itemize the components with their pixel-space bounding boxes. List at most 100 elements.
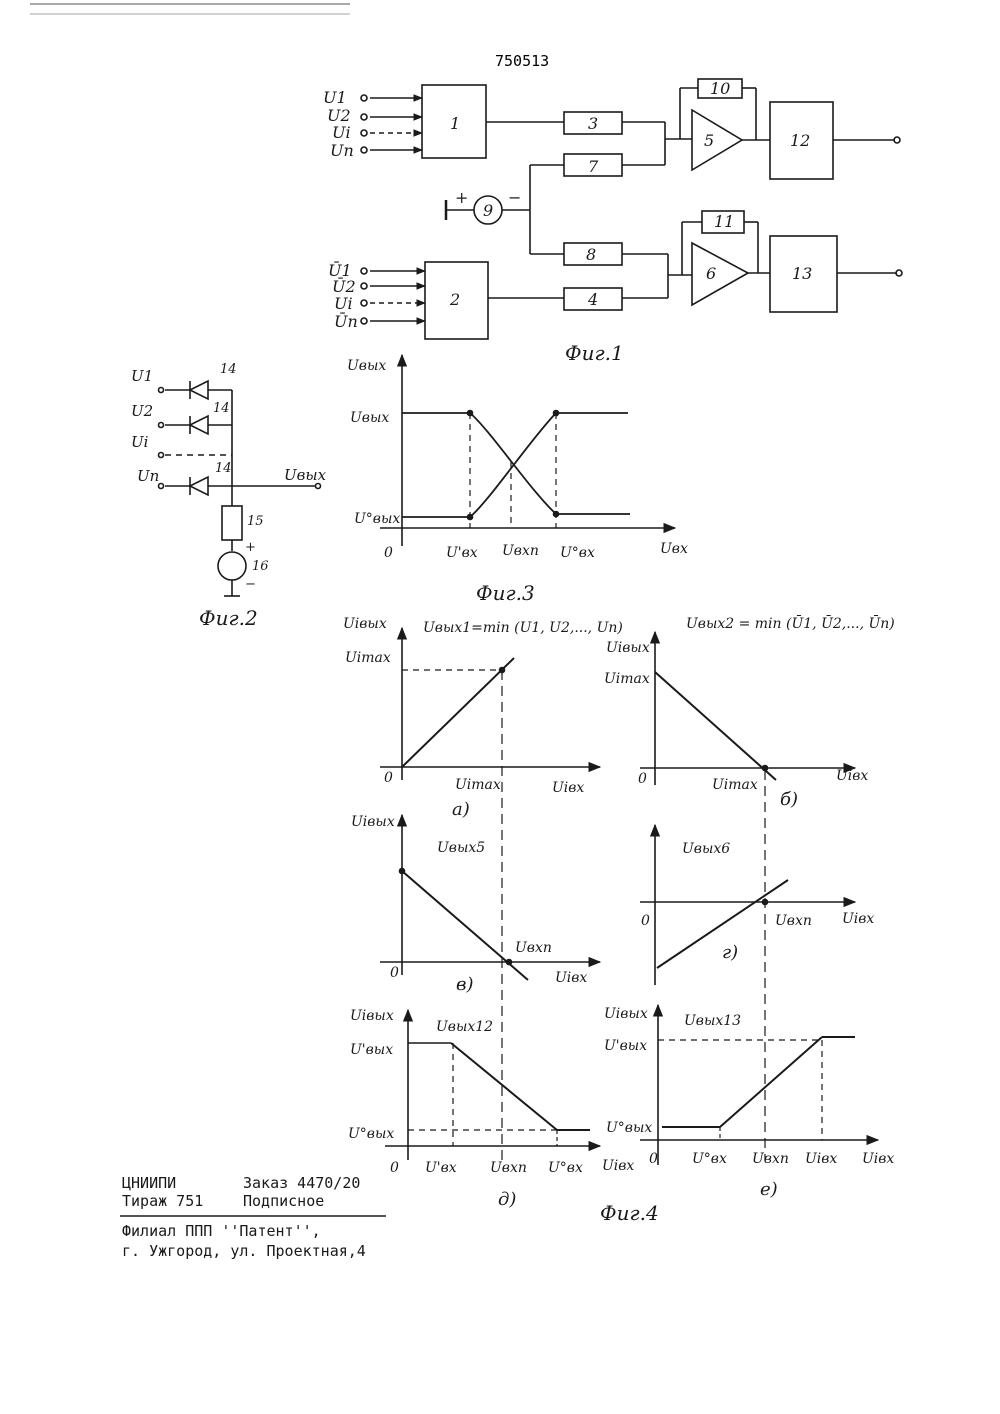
fig3-xtick-1: U'вх — [446, 545, 478, 561]
block-11-label: 11 — [714, 212, 734, 231]
panel-e-ytick-0: U°вых — [606, 1120, 652, 1136]
block-5-label: 5 — [704, 131, 714, 150]
fig4-panel-d-labels: Uiвых Uвых12 U'вых U°вых 0 U'вх Uвхn U°в… — [348, 1008, 634, 1210]
fig1-caption: Фиг.1 — [565, 341, 624, 365]
fig4-panel-b-labels: Uвых2 = min (Ū1, Ū2,..., Ūn) Uiвых Uimax… — [604, 614, 895, 810]
fig2-caption: Фиг.2 — [199, 606, 258, 630]
panel-b-line — [655, 672, 776, 780]
fig4-reference-lines — [502, 670, 765, 1160]
input-top-u1: U1 — [323, 88, 347, 107]
fig2-input-u1: U1 — [131, 367, 153, 385]
block-3-label: 3 — [588, 114, 598, 133]
panel-d-ylabel: Uiвых — [350, 1008, 394, 1024]
footer-subscription: Подписное — [243, 1192, 324, 1210]
panel-g-xtick: Uвхn — [775, 913, 812, 929]
source-16-plus: + — [245, 540, 256, 555]
panel-d-ytick-1: U'вых — [350, 1042, 393, 1058]
source-9-minus: − — [508, 188, 521, 207]
page-number: 750513 — [495, 52, 549, 70]
fig2-output-label: Uвых — [284, 466, 327, 484]
panel-d-xtick-1: U'вх — [425, 1160, 457, 1176]
fig1-labels: 1 2 3 4 5 6 7 8 9 10 11 12 13 + − U1 U2 … — [323, 79, 812, 365]
block-6-label: 6 — [706, 264, 716, 283]
fig2-diode-circuit — [159, 381, 321, 596]
input-bottom-ui: Ui — [334, 294, 353, 313]
footer-circulation: Тираж 751 — [122, 1192, 203, 1210]
block-2-label: 2 — [449, 290, 460, 309]
block-9-label: 9 — [483, 201, 493, 220]
panel-v-origin: 0 — [390, 965, 399, 981]
source-16-label: 16 — [252, 559, 269, 574]
diode-1 — [190, 381, 208, 399]
panel-e-label: е) — [760, 1179, 778, 1200]
diode-2 — [190, 416, 208, 434]
panel-v-xtick: Uвхn — [515, 940, 552, 956]
fig4-panel-a — [380, 628, 600, 780]
resistor-15 — [222, 506, 242, 540]
panel-a-title: Uвых1=min (U1, U2,..., Un) — [423, 620, 623, 636]
fig3-xtick-zero: 0 — [384, 545, 393, 561]
panel-g-label: г) — [722, 942, 738, 963]
fig2-labels: U1 U2 Ui Un 14 14 14 15 16 + − Uвых Фиг.… — [131, 362, 327, 630]
fig3-xtick-0: U°вх — [560, 545, 595, 561]
block-12-label: 12 — [790, 131, 810, 150]
panel-v-label: в) — [456, 974, 474, 995]
footer-order: Заказ 4470/20 — [243, 1174, 360, 1192]
panel-a-line — [402, 658, 514, 767]
input-top-un: Un — [330, 141, 354, 160]
fig3-ytick-min: U°вых — [354, 511, 400, 527]
footer-address: г. Ужгород, ул. Проектная,4 — [122, 1242, 366, 1260]
amplifier-6 — [692, 243, 748, 305]
fig4-panel-v-labels: Uiвых Uвых5 0 Uвхn Uiвх в) — [351, 814, 587, 995]
fig4-panel-a-labels: Uiвых Uвых1=min (U1, U2,..., Un) Uimax 0… — [343, 616, 623, 820]
fig4-panel-v — [380, 815, 600, 980]
block-8-label: 8 — [586, 245, 596, 264]
diode-1-label: 14 — [220, 362, 237, 377]
panel-d-label: д) — [498, 1189, 516, 1210]
panel-b-title: Uвых2 = min (Ū1, Ū2,..., Ūn) — [686, 614, 895, 632]
fig1-block-diagram — [361, 79, 902, 339]
fig3-labels: Uвых Uвых U°вых 0 U'вх Uвхn U°вх Uвх Фиг… — [347, 358, 688, 605]
fig4-caption: Фиг.4 — [600, 1201, 659, 1225]
footer-branch: Филиал ППП ''Патент'', — [122, 1222, 321, 1240]
panel-g-xlabel: Uiвх — [842, 911, 874, 927]
footer-org: ЦНИИПИ — [122, 1174, 176, 1192]
source-16 — [218, 552, 246, 580]
fig2-input-un: Un — [137, 467, 159, 485]
input-bottom-un: Ūn — [334, 311, 358, 331]
fig2-input-ui: Ui — [131, 433, 149, 451]
block-7-label: 7 — [588, 157, 599, 176]
panel-e-xtick-n: Uвхn — [752, 1151, 789, 1167]
source-16-minus: − — [245, 577, 256, 592]
panel-e-xtick-zero: 0 — [649, 1151, 658, 1167]
panel-b-xlabel: Uiвх — [836, 768, 868, 784]
panel-b-origin: 0 — [638, 771, 647, 787]
fig3-falling-curve — [402, 413, 630, 514]
panel-a-xlabel: Uiвх — [552, 780, 584, 796]
diode-3 — [190, 477, 208, 495]
input-bottom-u2: Ū2 — [332, 276, 356, 296]
panel-e-title: Uвых13 — [684, 1013, 741, 1029]
panel-a-ylabel: Uiвых — [343, 616, 387, 632]
panel-e-ytick-1: U'вых — [604, 1038, 647, 1054]
fig3-caption: Фиг.3 — [476, 581, 535, 605]
panel-d-line — [451, 1043, 557, 1130]
block-4-label: 4 — [587, 290, 598, 309]
fig4-panel-b — [640, 632, 855, 785]
fig3-ytick-max: Uвых — [350, 410, 389, 426]
panel-a-xtick: Uimax — [455, 777, 501, 793]
panel-d-title: Uвых12 — [436, 1019, 493, 1035]
panel-b-label: б) — [780, 789, 798, 810]
block-1-label: 1 — [450, 114, 460, 133]
panel-g-origin: 0 — [641, 913, 650, 929]
input-top-ui: Ui — [332, 123, 351, 142]
panel-b-xtick: Uimax — [712, 777, 758, 793]
diode-2-label: 14 — [213, 401, 230, 416]
amplifier-5 — [692, 110, 742, 170]
panel-d-xtick-0: U°вх — [548, 1160, 583, 1176]
block-13-label: 13 — [792, 264, 812, 283]
fig3-xlabel: Uвх — [660, 541, 688, 557]
panel-b-ytick: Uimax — [604, 671, 650, 687]
panel-d-ytick-0: U°вых — [348, 1126, 394, 1142]
panel-a-label: а) — [452, 799, 470, 820]
